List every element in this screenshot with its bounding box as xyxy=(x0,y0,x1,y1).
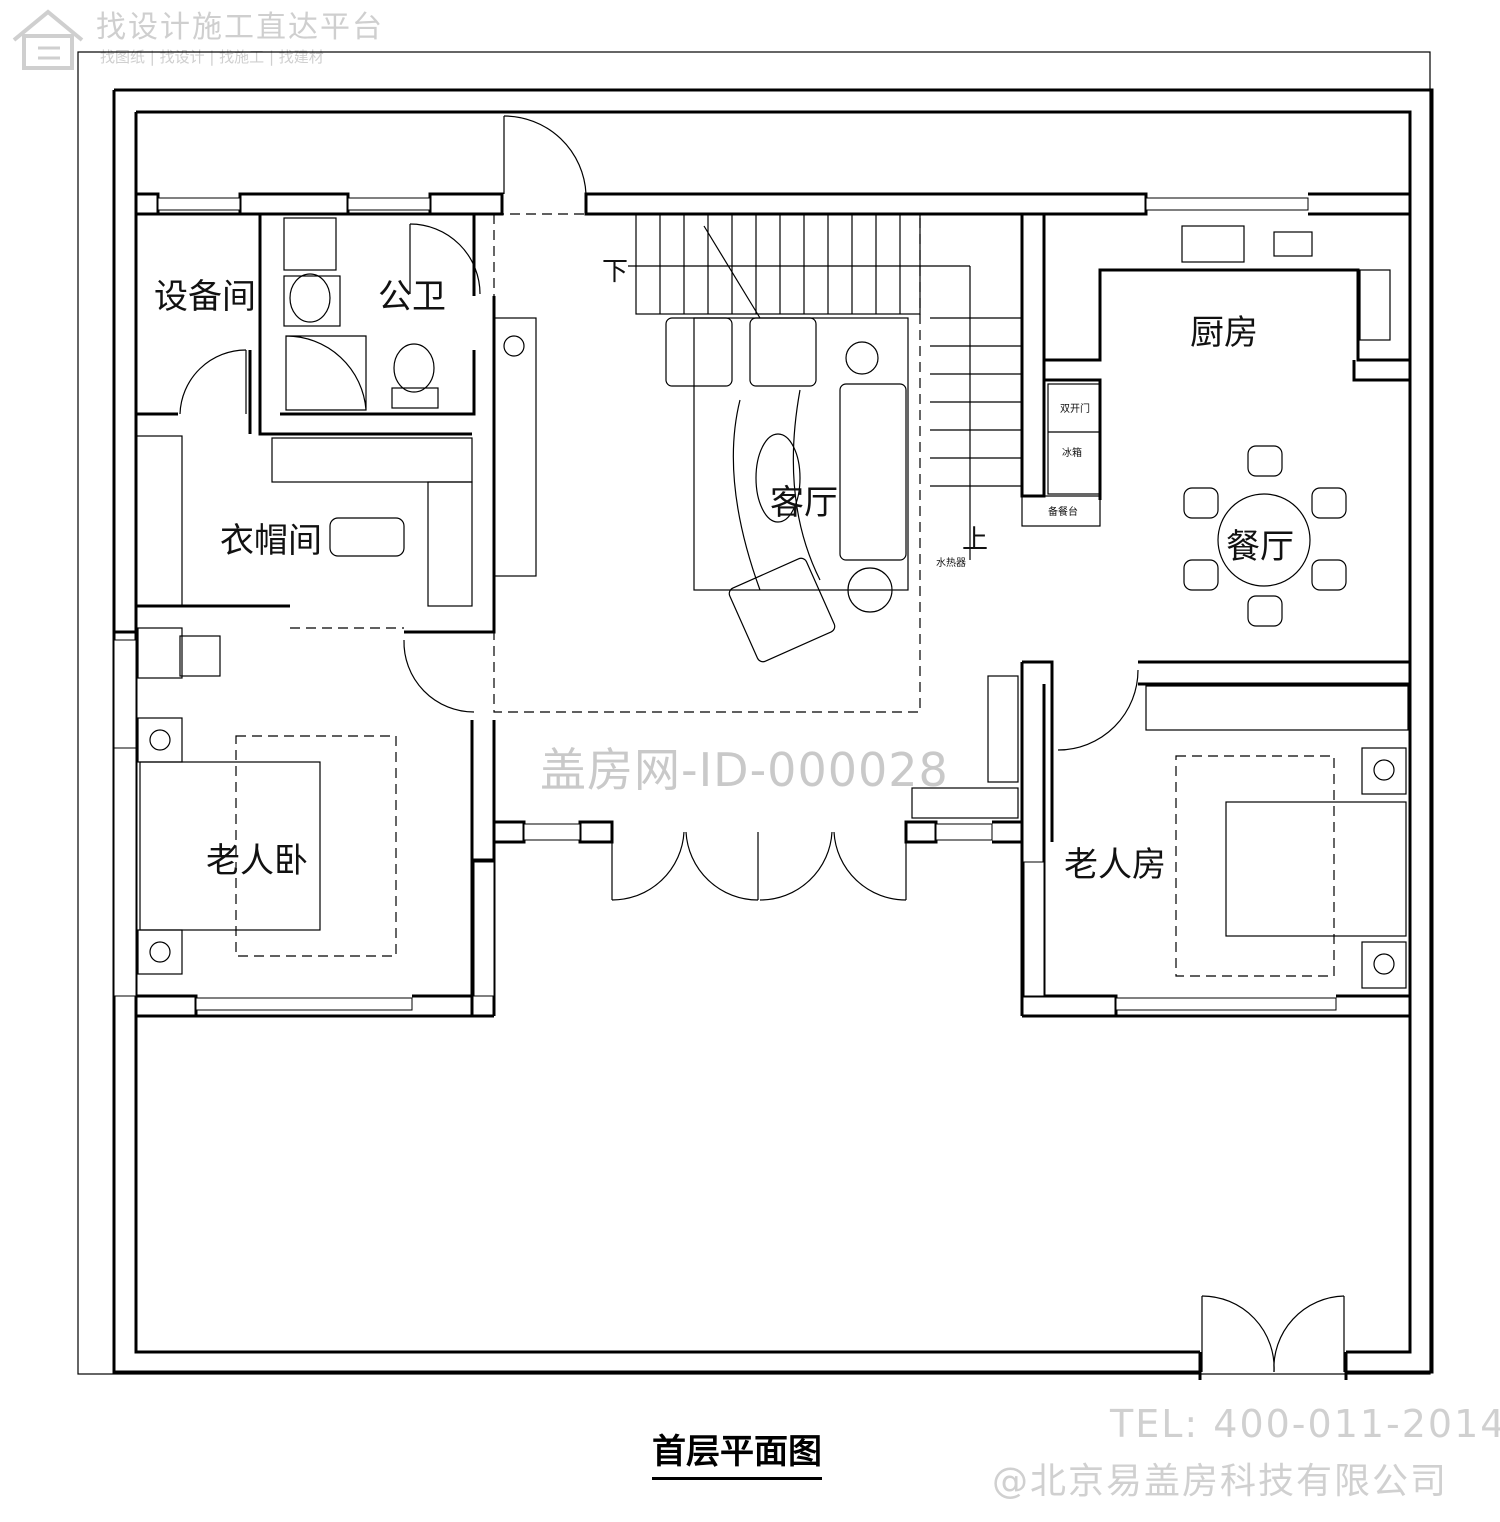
outer-wall xyxy=(112,88,1434,1374)
room-label-cloakroom: 衣帽间 xyxy=(220,521,322,561)
chair xyxy=(179,635,221,677)
nightstand xyxy=(1361,747,1407,795)
room-label-dining: 餐厅 xyxy=(1226,527,1294,567)
window xyxy=(1145,197,1309,211)
door-swing xyxy=(409,223,481,295)
basin xyxy=(289,273,331,323)
contact-tel: TEL: 400-011-2014 xyxy=(1110,1402,1500,1446)
room-label-elder-bedroom: 老人卧 xyxy=(206,841,308,881)
inner-wall-line xyxy=(134,110,1412,1354)
counter xyxy=(1021,495,1101,527)
window xyxy=(347,197,431,211)
room-label-living: 客厅 xyxy=(770,483,838,523)
toilet xyxy=(393,343,435,393)
heater-label: 水热器 xyxy=(936,556,966,569)
door-swing xyxy=(503,115,587,195)
cabinet xyxy=(987,675,1019,783)
bed xyxy=(139,761,321,931)
stove xyxy=(1359,269,1391,341)
counter-label: 备餐台 xyxy=(1048,505,1078,518)
shower xyxy=(285,335,367,411)
site-boundary xyxy=(77,51,1431,1375)
nightstand xyxy=(137,717,183,763)
dining-chairs xyxy=(1183,445,1347,627)
rug xyxy=(235,735,397,957)
brand-watermark xyxy=(8,6,88,76)
watermark-id: 盖房网-ID-000028 xyxy=(540,743,949,797)
wardrobe xyxy=(271,437,473,483)
room-label-public-bath: 公卫 xyxy=(378,277,446,317)
brand-title: 找设计施工直达平台 xyxy=(96,10,384,45)
stair-up-label: 上 xyxy=(962,525,988,555)
rug xyxy=(1175,755,1335,977)
door-swing xyxy=(403,639,475,713)
room-label-elder-room: 老人房 xyxy=(1064,845,1166,885)
wardrobe xyxy=(427,481,473,607)
stair-down-label: 下 xyxy=(602,257,628,287)
wardrobe xyxy=(135,435,183,607)
window xyxy=(157,197,241,211)
bed xyxy=(1225,801,1407,937)
gate-swing-right xyxy=(1273,1295,1345,1373)
shower-tray xyxy=(283,217,337,271)
room-label-equipment: 设备间 xyxy=(154,277,256,317)
cabinet xyxy=(911,787,1019,819)
fridge-label-bottom: 冰箱 xyxy=(1062,446,1082,459)
dining-table xyxy=(1217,493,1311,587)
door-swing xyxy=(1057,669,1139,751)
plan-title: 首层平面图 xyxy=(652,1424,822,1480)
desk xyxy=(137,627,183,679)
door-swing xyxy=(179,349,247,415)
nightstand xyxy=(137,929,183,975)
fridge-label-top: 双开门 xyxy=(1060,402,1090,415)
fridge xyxy=(1047,383,1101,495)
sink xyxy=(1181,225,1245,263)
tv-cabinet xyxy=(493,317,537,577)
wardrobe xyxy=(1145,685,1409,731)
house-logo-icon xyxy=(12,9,84,70)
sofa-set xyxy=(665,317,909,663)
cooktop xyxy=(1273,231,1313,257)
nightstand xyxy=(1361,941,1407,989)
company-name: @北京易盖房科技有限公司 xyxy=(992,1461,1449,1502)
stairs xyxy=(628,213,1022,560)
gate-swing-left xyxy=(1201,1295,1275,1373)
room-label-kitchen: 厨房 xyxy=(1190,313,1258,353)
ottoman xyxy=(329,517,405,557)
